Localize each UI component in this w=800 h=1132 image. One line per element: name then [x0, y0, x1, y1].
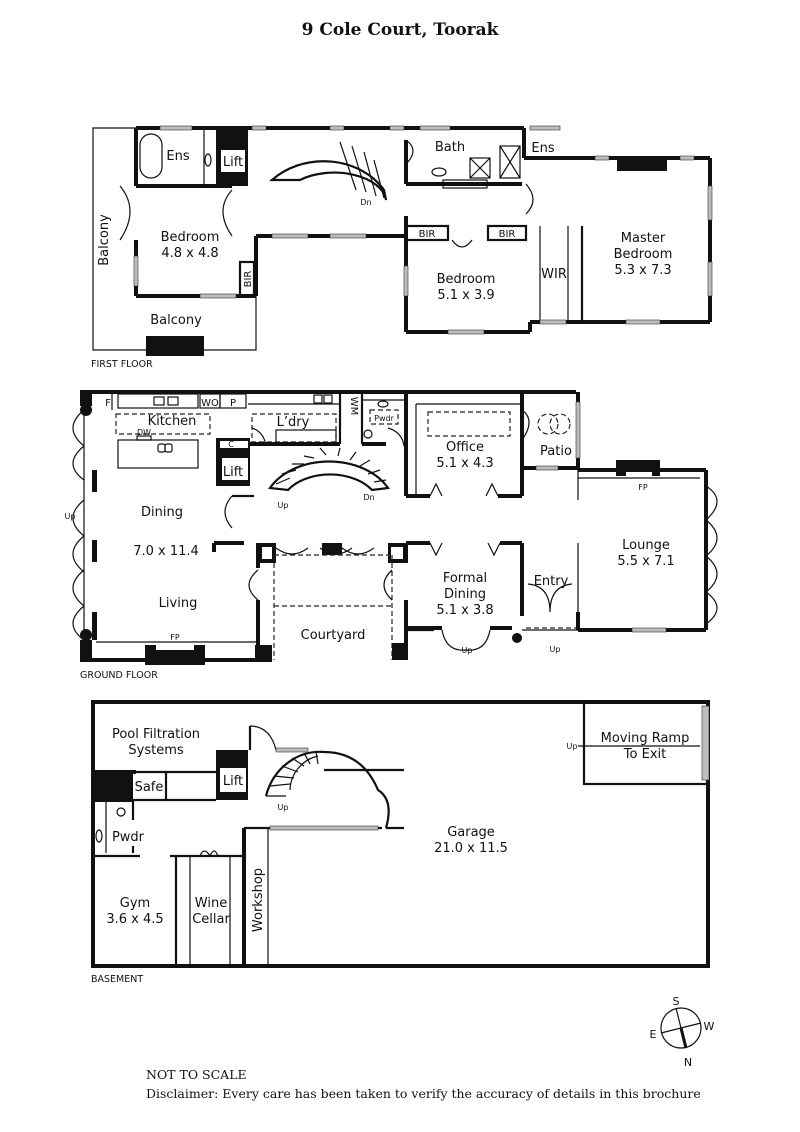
- ramp-up-label: Up: [567, 742, 578, 751]
- compass-icon: S W E N: [650, 995, 715, 1069]
- fixture-pantry: P: [230, 398, 236, 409]
- first-floor: Ens Lift Dn Bath Ens Balcony Bedroom 4.8…: [91, 125, 713, 370]
- room-bedroom2-size: 5.1 x 3.9: [437, 288, 494, 303]
- basement: Pool Filtration Systems Safe Lift Up Pwd…: [91, 700, 710, 985]
- room-balcony-bottom: Balcony: [150, 313, 202, 328]
- room-formal-dining-size: 5.1 x 3.8: [436, 603, 493, 618]
- compass-east: E: [650, 1028, 657, 1041]
- plan-title: 9 Cole Court, Toorak: [301, 20, 499, 40]
- room-lift-first: Lift: [223, 155, 243, 170]
- ground-floor: F WO P Kitchen DW L’dry WM Pwdr C Lift U…: [65, 390, 718, 681]
- room-ramp-2: To Exit: [623, 747, 666, 762]
- compass-north: N: [684, 1056, 692, 1069]
- room-courtyard: Courtyard: [301, 628, 366, 643]
- room-formal-dining-2: Dining: [444, 587, 486, 602]
- room-workshop: Workshop: [251, 868, 266, 932]
- disclaimer-text: Disclaimer: Every care has been taken to…: [146, 1086, 701, 1101]
- compass-south: S: [673, 995, 680, 1008]
- room-dining-living-size: 7.0 x 11.4: [133, 544, 199, 559]
- room-safe: Safe: [135, 780, 164, 795]
- room-pool-1: Pool Filtration: [112, 727, 200, 742]
- room-gym-size: 3.6 x 4.5: [106, 912, 163, 927]
- stairs-up-basement: Up: [278, 803, 289, 812]
- room-patio: Patio: [540, 444, 572, 459]
- room-bedroom1-size: 4.8 x 4.8: [161, 246, 218, 261]
- room-garage-name: Garage: [447, 825, 495, 840]
- room-entry: Entry: [534, 574, 569, 589]
- room-balcony-side: Balcony: [97, 214, 112, 266]
- room-ens-left: Ens: [166, 149, 189, 164]
- room-living: Living: [159, 596, 198, 611]
- stairs-dn-first: Dn: [360, 198, 371, 207]
- room-ens-right: Ens: [531, 141, 554, 156]
- room-dining: Dining: [141, 505, 183, 520]
- stairs-up-formal: Up: [462, 646, 473, 655]
- room-lift-basement: Lift: [223, 774, 243, 789]
- room-master-name-2: Bedroom: [614, 247, 673, 262]
- room-lift-ground: Lift: [223, 465, 243, 480]
- stairs-up-entry: Up: [550, 645, 561, 654]
- room-master-name-1: Master: [621, 231, 666, 246]
- floor-label-first: FIRST FLOOR: [91, 359, 153, 370]
- room-bath: Bath: [435, 140, 465, 155]
- fixture-cupboard: C: [228, 440, 234, 449]
- room-master-size: 5.3 x 7.3: [614, 263, 671, 278]
- fixture-wall-oven: WO: [201, 398, 219, 409]
- room-lounge-name: Lounge: [622, 538, 670, 553]
- room-powder-basement: Pwdr: [112, 830, 145, 845]
- room-bir-1: BIR: [243, 271, 254, 288]
- stairs-up-side: Up: [65, 512, 76, 521]
- room-bedroom1-name: Bedroom: [161, 230, 220, 245]
- room-formal-dining-1: Formal: [443, 571, 487, 586]
- room-kitchen: Kitchen: [148, 414, 197, 429]
- fixture-fp-living: FP: [170, 633, 180, 642]
- fixture-washing-machine: WM: [348, 397, 359, 416]
- room-ramp-1: Moving Ramp: [601, 731, 690, 746]
- room-pool-2: Systems: [128, 743, 183, 758]
- room-wine-1: Wine: [195, 896, 227, 911]
- fixture-fridge: F: [105, 398, 111, 409]
- room-garage-size: 21.0 x 11.5: [434, 841, 508, 856]
- room-wine-2: Cellar: [192, 912, 230, 927]
- room-bir-2: BIR: [419, 229, 436, 240]
- room-lounge-size: 5.5 x 7.1: [617, 554, 674, 569]
- room-laundry: L’dry: [277, 415, 310, 430]
- room-office-size: 5.1 x 4.3: [436, 456, 493, 471]
- room-bedroom2-name: Bedroom: [437, 272, 496, 287]
- room-gym-name: Gym: [120, 896, 150, 911]
- room-office-name: Office: [446, 440, 484, 455]
- floor-label-basement: BASEMENT: [91, 974, 143, 985]
- room-powder-ground: Pwdr: [374, 414, 394, 423]
- compass-west: W: [704, 1020, 715, 1033]
- room-wir: WIR: [541, 267, 567, 282]
- fixture-fp-lounge: FP: [638, 483, 648, 492]
- stairs-up-ground: Up: [278, 501, 289, 510]
- scale-note: NOT TO SCALE: [146, 1067, 247, 1082]
- stairs-dn-ground: Dn: [363, 493, 374, 502]
- fixture-dishwasher: DW: [137, 428, 151, 437]
- room-bir-3: BIR: [499, 229, 516, 240]
- floor-label-ground: GROUND FLOOR: [80, 670, 158, 681]
